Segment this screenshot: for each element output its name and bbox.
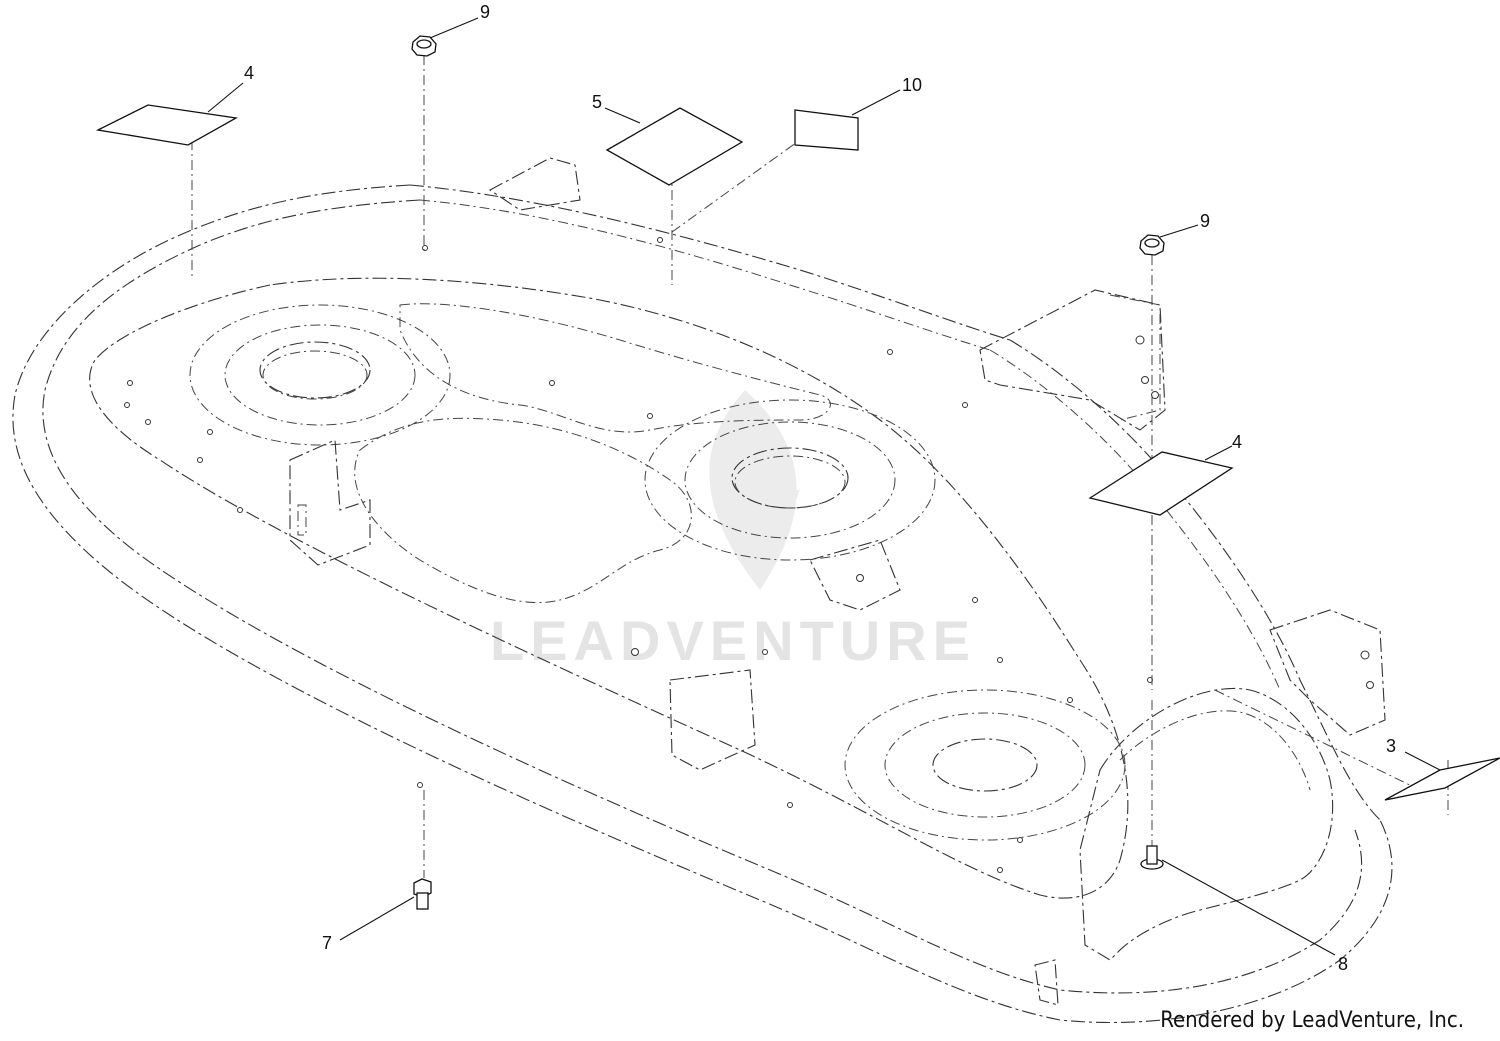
left-baffle-bracket	[289, 439, 371, 566]
right-bracket-upper	[979, 289, 1166, 431]
spindle-left-outer	[189, 304, 451, 446]
right-bracket-lower	[1269, 609, 1386, 736]
callout-9-left: 9	[480, 2, 490, 22]
spindle-right-ring	[884, 712, 1086, 818]
watermark-text: LEADVENTURE	[490, 609, 976, 672]
mount-holes	[124, 237, 1374, 873]
spindle-center-ring	[684, 421, 896, 539]
callout-leaders	[207, 17, 1441, 956]
decal-4-upper	[95, 104, 238, 146]
top-bracket	[488, 157, 581, 211]
deck-top-edge	[409, 184, 1011, 341]
nut-9-right	[1139, 234, 1165, 256]
assembly-lines	[191, 55, 1449, 878]
center-recess	[354, 417, 692, 604]
deck-right-side-inner	[989, 349, 1281, 691]
deck-outer-rim	[12, 184, 1393, 1024]
mower-deck	[12, 157, 1393, 1024]
decal-3	[1384, 757, 1500, 801]
watermark: LEADVENTURE	[490, 390, 976, 672]
spindle-right-hub	[932, 738, 1038, 792]
spindle-right-outer	[844, 689, 1126, 841]
callout-10: 10	[902, 75, 922, 95]
spindle-left-ring	[224, 324, 416, 426]
spindle-left-hub	[259, 341, 371, 399]
right-bracket-upper-plate	[1109, 294, 1161, 421]
deflector-bracket	[809, 539, 901, 611]
spindle-center-hub-inner	[734, 455, 846, 509]
deck-right-side	[1009, 339, 1381, 821]
spindle-left-hub-inner	[262, 350, 368, 400]
deck-surface-outline	[89, 277, 1129, 899]
render-credit: Rendered by LeadVenture, Inc.	[1160, 1008, 1464, 1033]
callout-labels: 4 9 5 10 9 4 3 7 8	[244, 2, 1396, 974]
decal-10	[794, 109, 859, 151]
bolt-7	[413, 878, 432, 910]
callout-4-lower: 4	[1232, 432, 1242, 452]
callout-4-upper: 4	[244, 63, 254, 83]
left-bracket-slot	[297, 504, 307, 536]
belt-channel	[399, 303, 831, 433]
callout-8: 8	[1338, 954, 1348, 974]
callout-7: 7	[322, 933, 332, 953]
spindle-center-outer	[644, 399, 936, 561]
nut-9-left	[411, 35, 437, 57]
deck-top-edge-inner	[419, 199, 991, 351]
callout-3: 3	[1386, 736, 1396, 756]
rear-bumper-frame-inner	[1119, 710, 1311, 791]
callout-5: 5	[592, 92, 602, 112]
decal-4-lower	[1088, 451, 1234, 516]
bolt-8	[1140, 845, 1164, 870]
center-baffle-bracket	[669, 669, 756, 771]
deck-inner-rim	[42, 199, 1363, 994]
watermark-flame-icon	[709, 390, 800, 590]
deck-bottom-tab	[1034, 959, 1059, 1006]
decal-5	[605, 107, 744, 186]
callout-9-right: 9	[1200, 211, 1210, 231]
